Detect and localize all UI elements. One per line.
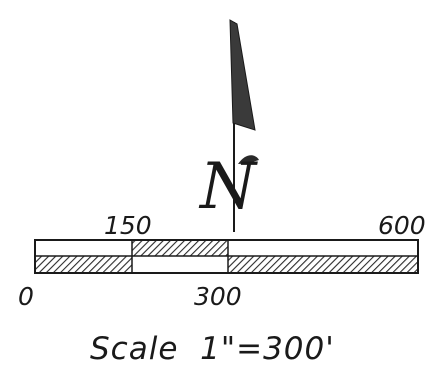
scale-segment-top-2: [132, 240, 228, 256]
north-arrow-icon: N: [198, 19, 259, 232]
scale-segment-top-1: [35, 240, 132, 256]
tick-label-150: 150: [104, 211, 152, 240]
north-arrow-leaf: [238, 155, 259, 164]
scale-segment-bottom-1: [35, 256, 132, 273]
tick-label-0: 0: [18, 282, 34, 311]
tick-label-300: 300: [194, 282, 242, 311]
scale-segment-bottom-2: [132, 256, 228, 273]
scale-statement: Scale 1"=300': [90, 331, 335, 367]
scale-segment-top-3: [228, 240, 418, 256]
tick-label-600: 600: [378, 211, 426, 240]
north-arrow-flag: [229, 19, 256, 131]
scale-bar: [34, 239, 419, 274]
scale-segment-bottom-3: [228, 256, 418, 273]
north-letter-n: N: [198, 150, 258, 224]
